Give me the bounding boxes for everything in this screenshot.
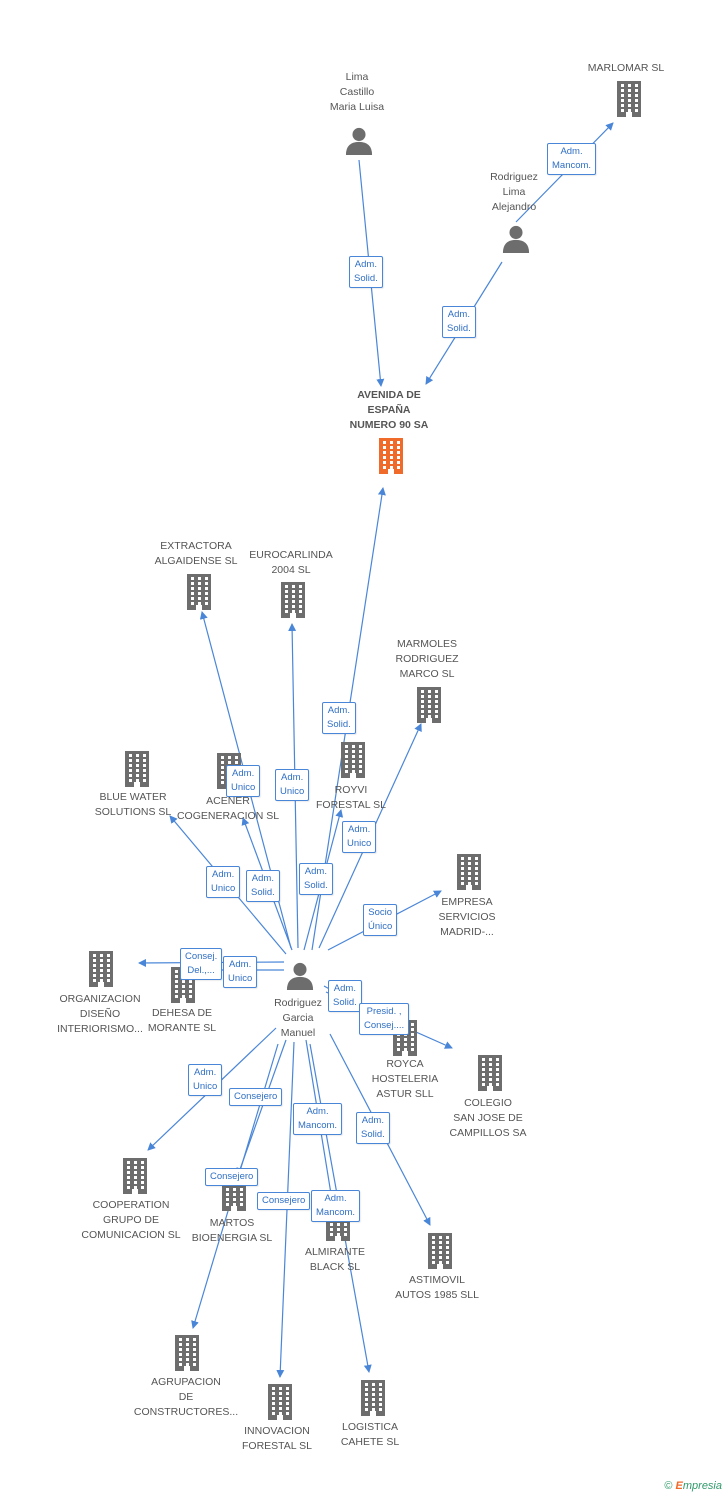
node-label-extractora[interactable]: EXTRACTORA ALGAIDENSE SL [136, 539, 256, 569]
edge-label-rgm-to-agrupacion[interactable]: Consejero [205, 1168, 259, 1186]
node-name: Rodriguez Garcia Manuel [274, 997, 322, 1039]
node-label-colegio[interactable]: COLEGIO SAN JOSE DE CAMPILLOS SA [423, 1096, 553, 1141]
node-label-rgm[interactable]: Rodriguez Garcia Manuel [243, 996, 353, 1041]
node-name: COLEGIO SAN JOSE DE CAMPILLOS SA [449, 1097, 527, 1139]
node-name: ROYVI FORESTAL SL [315, 784, 387, 811]
node-label-agrupacion[interactable]: AGRUPACION DE CONSTRUCTORES... [121, 1375, 251, 1420]
node-label-rodlima[interactable]: Rodriguez Lima Alejandro [459, 170, 569, 215]
node-name: INNOVACION FORESTAL SL [241, 1425, 313, 1452]
node-name: Rodriguez Lima Alejandro [490, 171, 538, 213]
node-label-eurocarlinda[interactable]: EUROCARLINDA 2004 SL [231, 548, 351, 578]
node-label-royvi[interactable]: ROYVI FORESTAL SL [291, 783, 411, 813]
node-name: MARMOLES RODRIGUEZ MARCO SL [395, 638, 459, 680]
node-label-marmoles[interactable]: MARMOLES RODRIGUEZ MARCO SL [372, 637, 482, 682]
edge-label-rgm-to-colegio[interactable]: Presid. , Consej.... [359, 1003, 410, 1035]
edge-label-rgm-to-logistica[interactable]: Adm. Mancom. [311, 1190, 361, 1222]
edge-label-rgm-to-royvi[interactable]: Adm. Solid. [299, 863, 333, 895]
edge-label-rgm-to-acener[interactable]: Adm. Solid. [246, 870, 280, 902]
person-icon-lima[interactable] [345, 127, 373, 160]
building-icon-royvi[interactable] [338, 742, 368, 783]
node-label-martos[interactable]: MARTOS BIOENERGIA SL [172, 1216, 292, 1246]
edge-label-rgm-to-bluewater[interactable]: Adm. Unico [206, 866, 241, 898]
edge-label-rgm-to-marmoles[interactable]: Adm. Unico [342, 821, 377, 853]
node-name: MARLOMAR SL [587, 62, 665, 74]
node-name: LOGISTICA CAHETE SL [340, 1421, 400, 1448]
building-icon-logistica[interactable] [358, 1380, 388, 1421]
building-icon-astimovil[interactable] [425, 1233, 455, 1274]
node-label-avenida[interactable]: AVENIDA DE ESPAÑA NUMERO 90 SA [329, 388, 449, 433]
node-name: ALMIRANTE BLACK SL [304, 1246, 366, 1273]
node-name: DEHESA DE MORANTE SL [147, 1007, 217, 1034]
node-name: AGRUPACION DE CONSTRUCTORES... [133, 1376, 239, 1418]
edge-label-rodlima-to-avenida[interactable]: Adm. Solid. [442, 306, 476, 338]
node-name: EMPRESA SERVICIOS MADRID-... [438, 896, 496, 938]
node-label-cooperation[interactable]: COOPERATION GRUPO DE COMUNICACION SL [66, 1198, 196, 1243]
node-name: EUROCARLINDA 2004 SL [249, 549, 333, 576]
empresia-brand[interactable]: © Empresia [664, 1480, 722, 1492]
brand-initial: E [675, 1480, 683, 1492]
node-name: AVENIDA DE ESPAÑA NUMERO 90 SA [349, 389, 429, 431]
building-icon-avenida[interactable] [376, 438, 406, 479]
building-icon-innovacion[interactable] [265, 1384, 295, 1425]
brand-name: mpresia [682, 1480, 722, 1492]
node-label-empresa[interactable]: EMPRESA SERVICIOS MADRID-... [412, 895, 522, 940]
node-label-astimovil[interactable]: ASTIMOVIL AUTOS 1985 SLL [372, 1273, 502, 1303]
node-label-bluewater[interactable]: BLUE WATER SOLUTIONS SL [73, 790, 193, 820]
building-icon-bluewater[interactable] [122, 751, 152, 792]
node-name: COOPERATION GRUPO DE COMUNICACION SL [81, 1199, 181, 1241]
person-icon-rgm[interactable] [286, 962, 314, 995]
edge-label-lima-to-avenida[interactable]: Adm. Solid. [349, 256, 383, 288]
node-name: EXTRACTORA ALGAIDENSE SL [154, 540, 238, 567]
edge-label-rgm-to-royca[interactable]: Adm. Solid. [328, 980, 362, 1012]
node-label-innovacion[interactable]: INNOVACION FORESTAL SL [217, 1424, 337, 1454]
edge-label-rgm-to-empresa[interactable]: Socio Único [363, 904, 398, 936]
node-label-marlomar[interactable]: MARLOMAR SL [571, 61, 681, 76]
node-name: BLUE WATER SOLUTIONS SL [94, 791, 172, 818]
node-label-organizacion[interactable]: ORGANIZACION DISEÑO INTERIORISMO... [35, 992, 165, 1037]
building-icon-agrupacion[interactable] [172, 1335, 202, 1376]
copyright-symbol: © [664, 1480, 673, 1492]
node-label-dehesa[interactable]: DEHESA DE MORANTE SL [127, 1006, 237, 1036]
edge-label-rgm-to-organizacion[interactable]: Consej. Del.,... [180, 948, 223, 980]
building-icon-colegio[interactable] [475, 1055, 505, 1096]
building-icon-eurocarlinda[interactable] [278, 582, 308, 623]
building-icon-marlomar[interactable] [614, 81, 644, 122]
node-name: ROYCA HOSTELERIA ASTUR SLL [371, 1058, 439, 1100]
edge-label-rgm-to-innovacion[interactable]: Consejero [257, 1192, 311, 1210]
person-icon-rodlima[interactable] [502, 225, 530, 258]
edge-label-rodlima-to-marlomar[interactable]: Adm. Mancom. [547, 143, 597, 175]
node-name: ASTIMOVIL AUTOS 1985 SLL [395, 1274, 479, 1301]
node-label-royca[interactable]: ROYCA HOSTELERIA ASTUR SLL [350, 1057, 460, 1102]
node-label-logistica[interactable]: LOGISTICA CAHETE SL [315, 1420, 425, 1450]
edge-label-rgm-to-martos[interactable]: Consejero [229, 1088, 283, 1106]
node-label-acener[interactable]: ACENER COGENERACION SL [163, 794, 293, 824]
edge-label-rgm-to-eurocarlinda[interactable]: Adm. Unico [275, 769, 310, 801]
building-icon-organizacion[interactable] [86, 951, 116, 992]
node-name: ORGANIZACION DISEÑO INTERIORISMO... [57, 993, 143, 1035]
edge-label-rgm-to-astimovil[interactable]: Adm. Solid. [356, 1112, 390, 1144]
edge-label-rgm-to-almirante[interactable]: Adm. Mancom. [293, 1103, 343, 1135]
node-name: ACENER COGENERACION SL [176, 795, 280, 822]
node-name: Lima Castillo Maria Luisa [329, 71, 385, 113]
building-icon-empresa[interactable] [454, 854, 484, 895]
node-label-lima[interactable]: Lima Castillo Maria Luisa [297, 70, 417, 115]
edge-label-rgm-to-extractora[interactable]: Adm. Unico [226, 765, 261, 797]
node-label-almirante[interactable]: ALMIRANTE BLACK SL [280, 1245, 390, 1275]
building-icon-extractora[interactable] [184, 574, 214, 615]
edge-label-rgm-to-cooperation[interactable]: Adm. Unico [188, 1064, 223, 1096]
edge-label-rgm-to-dehesa[interactable]: Adm. Unico [223, 956, 258, 988]
building-icon-marmoles[interactable] [414, 687, 444, 728]
building-icon-cooperation[interactable] [120, 1158, 150, 1199]
node-name: MARTOS BIOENERGIA SL [191, 1217, 273, 1244]
edge-label-rgm-to-avenida[interactable]: Adm. Solid. [322, 702, 356, 734]
